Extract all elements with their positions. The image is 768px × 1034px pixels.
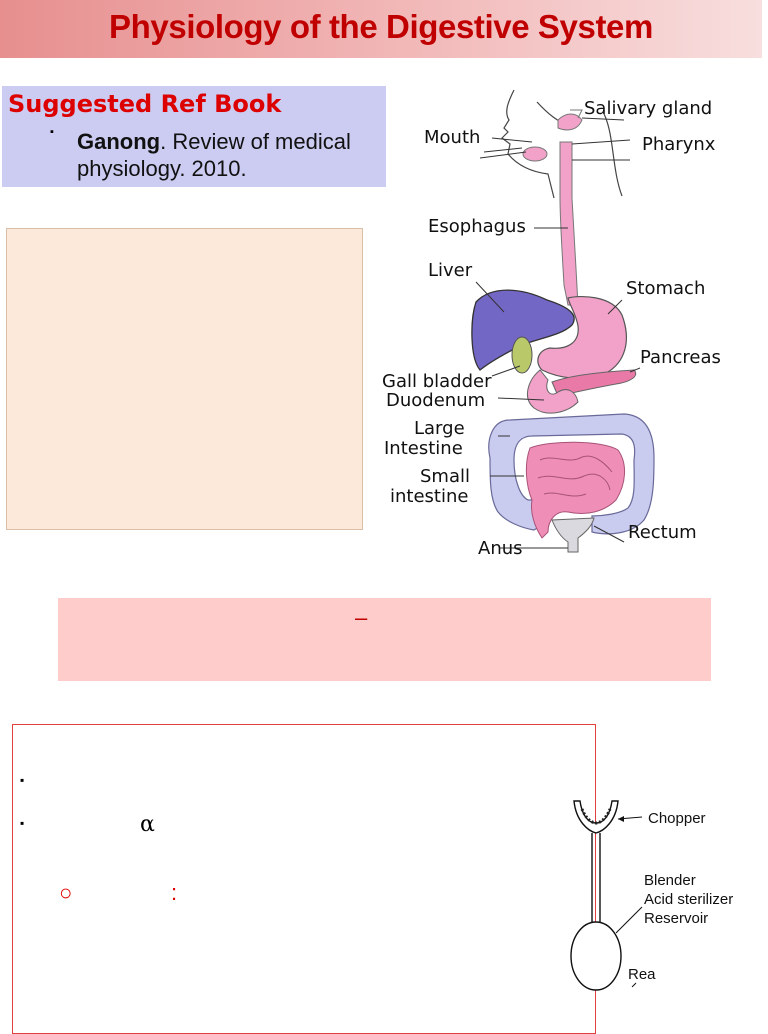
label-stomach: Stomach — [626, 278, 705, 299]
label-small-intestine-line1: Small — [420, 466, 470, 487]
reference-heading: Suggested Ref Book — [8, 90, 282, 118]
page-title: Physiology of the Digestive System — [109, 8, 653, 45]
square-bullet: ▪ — [20, 816, 25, 830]
empty-text-box — [6, 228, 363, 530]
label-blender: Blender — [644, 872, 696, 889]
highlight-banner — [58, 598, 711, 681]
label-anus: Anus — [478, 538, 523, 559]
square-bullet: ▪ — [50, 126, 54, 138]
label-reservoir: Reservoir — [644, 910, 708, 927]
label-pharynx: Pharynx — [642, 134, 716, 155]
label-gall-bladder: Gall bladder — [382, 371, 492, 392]
label-esophagus: Esophagus — [428, 216, 526, 237]
reference-box — [2, 86, 386, 187]
label-salivary-gland: Salivary gland — [584, 98, 712, 119]
label-duodenum: Duodenum — [386, 390, 485, 411]
label-large-intestine-line1: Large — [414, 418, 465, 439]
banner-dash: – — [355, 605, 368, 630]
notes-box — [12, 724, 596, 1034]
label-liver: Liver — [428, 260, 473, 281]
label-rea: Rea — [628, 966, 656, 983]
square-bullet: ▪ — [20, 773, 25, 787]
alpha-symbol: α — [140, 812, 155, 837]
circle-bullet: ○ — [59, 880, 73, 905]
gut-model-diagram: Chopper Blender Acid sterilizer Reservoi… — [570, 800, 733, 991]
label-small-intestine-line2: intestine — [390, 486, 468, 507]
reference-title: . Review of medical physiology. 2010. — [77, 129, 351, 181]
digestive-system-diagram: Salivary gland Mouth Pharynx Esophagus L… — [382, 89, 721, 559]
colon-mark: : — [171, 880, 178, 905]
label-mouth: Mouth — [424, 127, 480, 148]
label-pancreas: Pancreas — [640, 347, 721, 368]
label-rectum: Rectum — [628, 522, 697, 543]
label-acid-sterilizer: Acid sterilizer — [644, 891, 733, 908]
reference-author: Ganong — [77, 129, 161, 154]
label-large-intestine-line2: Intestine — [384, 438, 463, 459]
reference-text: Ganong. Review of medical physiology. 20… — [77, 128, 377, 182]
title-bar — [0, 0, 762, 58]
label-chopper: Chopper — [648, 810, 706, 827]
